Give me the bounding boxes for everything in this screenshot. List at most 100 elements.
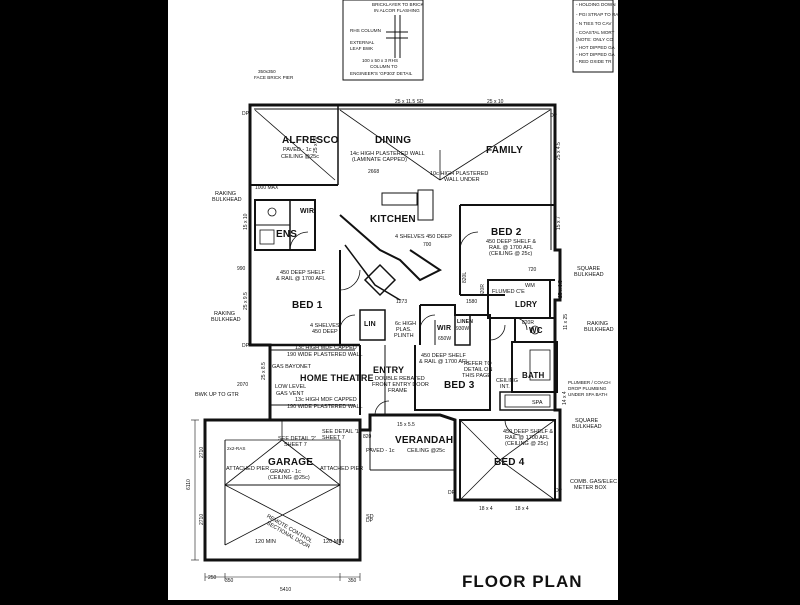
bed2-ceiling-note: (CEILING @ 25c): [489, 251, 532, 257]
bed4-rail-note: RAIL @ 1700 AFL: [505, 435, 549, 441]
dp-2: DP: [550, 113, 558, 119]
dim-350-1: 350: [225, 578, 234, 584]
dim-15x10: 15 x 10: [243, 213, 249, 230]
garage-sub: GRANO - 1c: [270, 469, 301, 475]
room-alfresco: ALFRESCO: [282, 135, 339, 146]
plan-notes: PAVED - 1c CEILING @25c 14c HIGH PLASTER…: [195, 147, 617, 550]
pier-note: 350x350: [258, 69, 276, 74]
dp-1: DP: [242, 111, 250, 117]
sheet-background: [168, 0, 608, 600]
dim-720: 720: [528, 267, 537, 273]
dim-2710-1: 2710: [199, 447, 205, 458]
plinth-note-3: PLINTH: [394, 333, 414, 339]
house-walls: [203, 103, 562, 562]
dim-2710-2: 2710: [199, 514, 205, 525]
room-wir-2: WIR: [437, 325, 451, 332]
bed1-shelves-note-2: 450 DEEP: [312, 329, 338, 335]
bed4-ceiling-note: (CEILING @ 25c): [505, 441, 548, 447]
plinth-note-1: 6c HIGH: [395, 321, 416, 327]
sheet-7a: SHEET 7: [284, 442, 307, 448]
dim-700: 700: [423, 242, 432, 248]
verandah-sub: PAVED - 1c: [366, 448, 395, 454]
entry-door-note-2: FRONT ENTRY DOOR: [372, 382, 429, 388]
dim-25x10: 25 x 10: [487, 99, 504, 105]
dp-5: DP: [448, 490, 456, 496]
side-note-4: - COASTAL MORT: [576, 30, 615, 35]
dim-930: 930W: [456, 326, 469, 332]
refer-note-3: THIS PAGE: [462, 373, 491, 379]
room-wir-1: WIR: [300, 208, 314, 215]
dim-25x8-5: 25 x 8.5: [261, 362, 267, 380]
detail-note-7: COLUMN TO: [370, 64, 398, 69]
detail-note-6: 100 x 50 x 3 RHS: [362, 58, 398, 63]
dim-1000: 1000 MAX: [255, 185, 279, 191]
see-detail-2: SEE DETAIL '2': [278, 436, 316, 442]
room-lin: LIN: [364, 321, 376, 328]
alfresco-sub: PAVED - 1c: [283, 147, 312, 153]
bed4-shelf-note: 450 DEEP SHELF &: [503, 429, 553, 435]
low-level-note-2: GAS VENT: [276, 391, 304, 397]
dim-1580: 1580: [466, 299, 477, 305]
side-note-7: - HOT DIPPED GA: [576, 52, 616, 57]
room-verandah: VERANDAH: [395, 435, 453, 446]
room-bed2: BED 2: [491, 227, 522, 238]
raking-label-3: RAKING: [587, 321, 608, 327]
ceiling-int-note: CEILING: [496, 378, 518, 384]
dim-18x4-1: 18 x 4: [479, 506, 493, 512]
flumed-note: FLUMED C'E: [492, 289, 525, 295]
square-label-2: SQUARE: [575, 418, 599, 424]
bed1-rail-note: & RAIL @ 1700 AFL: [276, 276, 325, 282]
theatre-wall-note-4: 190 WIDE PLASTERED WALL: [287, 404, 363, 410]
raking-label-2: RAKING: [214, 311, 235, 317]
dim-6110: 6110: [186, 479, 192, 490]
bed1-shelves-note: 4 SHELVES: [310, 323, 340, 329]
detail-note-5: LEAF BWK: [350, 46, 374, 51]
attached-pier-2: ATTACHED PIER: [320, 466, 363, 472]
plumber-note-1: PLUMBER / COACH: [568, 380, 611, 385]
dim-5410: 5410: [280, 587, 291, 593]
door-swings: [289, 231, 528, 436]
garage-min-2: 120 MIN: [323, 539, 344, 545]
room-ldry: LDRY: [515, 300, 538, 309]
room-bed3: BED 3: [444, 380, 475, 391]
raking-label-1b: BULKHEAD: [212, 197, 242, 203]
dim-25x10-v: 25 x 10: [313, 136, 319, 153]
dim-820-2: 820R: [480, 284, 486, 296]
dim-650: 650W: [438, 336, 451, 342]
refer-note-2: DETAIL ON: [464, 367, 492, 373]
room-dining: DINING: [375, 135, 411, 146]
fixtures: [259, 207, 551, 408]
lintel-note: 2x2-RAS: [227, 446, 245, 451]
square-label-1: SQUARE: [577, 266, 601, 272]
side-note-5: (NOTE: ONLY CO: [576, 37, 614, 42]
plumber-note-3: UNDER SPA BATH: [568, 392, 607, 397]
dp-4: DP: [555, 488, 563, 494]
dim-15x7-1: 15 x 7: [556, 216, 562, 230]
family-wall-note: 10c HIGH PLASTERED: [430, 171, 488, 177]
bwk-up-note: BWK UP TO GTR: [195, 392, 239, 398]
side-note-8: - RED OXIDE TR: [576, 59, 612, 64]
kitchen-shelves-note: 4 SHELVES 450 DEEP: [395, 234, 452, 240]
garage-min-1: 120 MIN: [255, 539, 276, 545]
dim-250: 250: [208, 575, 217, 581]
garage-ceiling: (CEILING @25c): [268, 475, 310, 481]
dining-wall-note: 14c HIGH PLASTERED WALL: [350, 151, 425, 157]
raking-label-2b: BULKHEAD: [211, 317, 241, 323]
dp-3: DP: [242, 343, 250, 349]
sheet-7b: SHEET 7: [322, 435, 345, 441]
square-label-2b: BULKHEAD: [572, 424, 602, 430]
dim-990: 990: [237, 266, 246, 272]
meter-box-note-2: METER BOX: [574, 485, 607, 491]
refer-note-1: REFER TO: [464, 361, 492, 367]
side-note-3: - N TIES TO CAV: [576, 21, 612, 26]
low-level-note-1: LOW LEVEL: [275, 384, 306, 390]
dim-2070: 2070: [237, 382, 248, 388]
room-ens: ENS: [276, 229, 297, 240]
bed2-rail-note: RAIL @ 1700 AFL: [489, 245, 533, 251]
side-note-1: - HOLDING DOWN: [576, 2, 616, 7]
detail-note-2: IN ALCOR FLASHING: [374, 8, 420, 13]
dim-820-4: 820R: [522, 320, 534, 326]
room-entry: ENTRY: [373, 365, 404, 375]
